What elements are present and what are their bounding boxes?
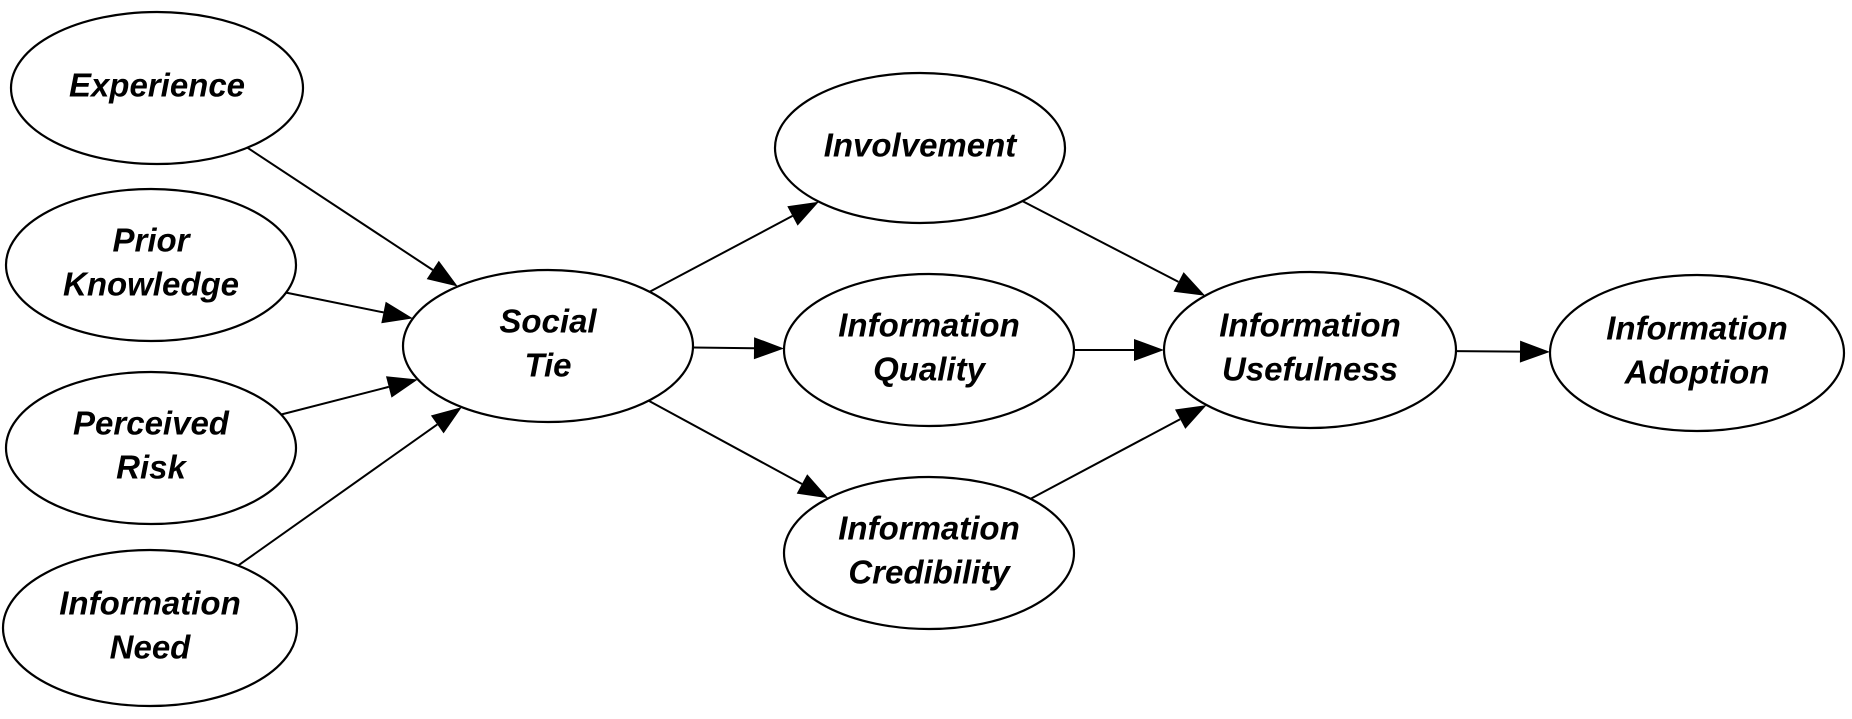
arrow-line [1022, 200, 1179, 283]
node-information-usefulness-ellipse [1162, 270, 1458, 430]
arrow-line [237, 423, 438, 567]
node-information-usefulness-label-line: Information [1219, 307, 1400, 344]
node-information-quality-label-line: Information [838, 307, 1019, 344]
node-perceived-risk-label-line: Risk [116, 449, 187, 486]
arrowhead-icon [1519, 340, 1550, 363]
arrow-line [1030, 418, 1181, 500]
node-information-need-label-line: Need [110, 629, 192, 666]
arrow-involvement-to-information-usefulness [1022, 200, 1206, 296]
node-information-credibility-label-line: Information [838, 510, 1019, 547]
arrow-information-need-to-social-tie [237, 407, 462, 567]
arrow-information-credibility-to-information-usefulness [1030, 405, 1207, 500]
arrow-perceived-risk-to-social-tie [280, 376, 418, 416]
nodes-layer: ExperiencePriorKnowledgePerceivedRiskInf… [1, 10, 1846, 708]
arrowhead-icon [386, 376, 418, 398]
node-social-tie-label-line: Social [499, 303, 597, 340]
node-prior-knowledge-ellipse [4, 187, 298, 343]
arrow-social-tie-to-involvement [649, 201, 819, 293]
arrowhead-icon [1134, 339, 1164, 361]
arrow-line [649, 215, 793, 293]
arrow-line [648, 399, 803, 485]
arrow-experience-to-social-tie [246, 146, 458, 287]
node-information-need-ellipse [1, 548, 299, 708]
node-information-quality-ellipse [782, 272, 1076, 428]
arrowhead-icon [1175, 405, 1207, 429]
arrow-social-tie-to-information-quality [692, 337, 784, 360]
node-prior-knowledge-label-line: Knowledge [63, 266, 239, 303]
arrowhead-icon [1173, 272, 1206, 296]
node-experience-label-line: Experience [69, 67, 245, 104]
arrow-prior-knowledge-to-social-tie [285, 291, 413, 324]
node-information-credibility-label-line: Credibility [848, 554, 1011, 591]
node-prior-knowledge-label-line: Prior [112, 222, 191, 259]
node-experience-ellipse [9, 10, 305, 166]
node-involvement-ellipse [773, 71, 1067, 225]
node-perceived-risk-ellipse [4, 370, 298, 526]
node-information-need-label-line: Information [59, 585, 240, 622]
node-information-adoption-label-line: Adoption [1624, 354, 1770, 391]
node-perceived-risk-label-line: Perceived [73, 405, 230, 442]
node-information-credibility-ellipse [782, 475, 1076, 631]
node-information-adoption-label-line: Information [1606, 310, 1787, 347]
node-information-quality-label-line: Quality [873, 351, 987, 388]
node-information-adoption-ellipse [1548, 273, 1846, 433]
node-social-tie-ellipse [401, 268, 695, 424]
arrow-line [246, 146, 434, 271]
arrowhead-icon [753, 337, 784, 360]
arrowhead-icon [430, 407, 462, 434]
arrow-line [1455, 350, 1521, 353]
arrow-information-quality-to-information-usefulness [1074, 339, 1164, 361]
arrow-social-tie-to-information-credibility [648, 399, 829, 499]
node-social-tie-label-line: Tie [524, 347, 571, 384]
node-involvement-label-line: Involvement [824, 127, 1019, 164]
arrow-line [692, 346, 755, 350]
arrowhead-icon [796, 474, 829, 499]
node-involvement: Involvement [773, 71, 1067, 225]
arrow-information-usefulness-to-information-adoption [1455, 340, 1550, 363]
arrowhead-icon [787, 201, 819, 226]
node-experience: Experience [9, 10, 305, 166]
node-information-usefulness-label-line: Usefulness [1222, 351, 1398, 388]
edges-layer [237, 146, 1550, 567]
arrowhead-icon [426, 260, 458, 287]
arrowhead-icon [381, 301, 413, 324]
arrow-line [285, 291, 384, 314]
arrow-line [280, 385, 389, 416]
